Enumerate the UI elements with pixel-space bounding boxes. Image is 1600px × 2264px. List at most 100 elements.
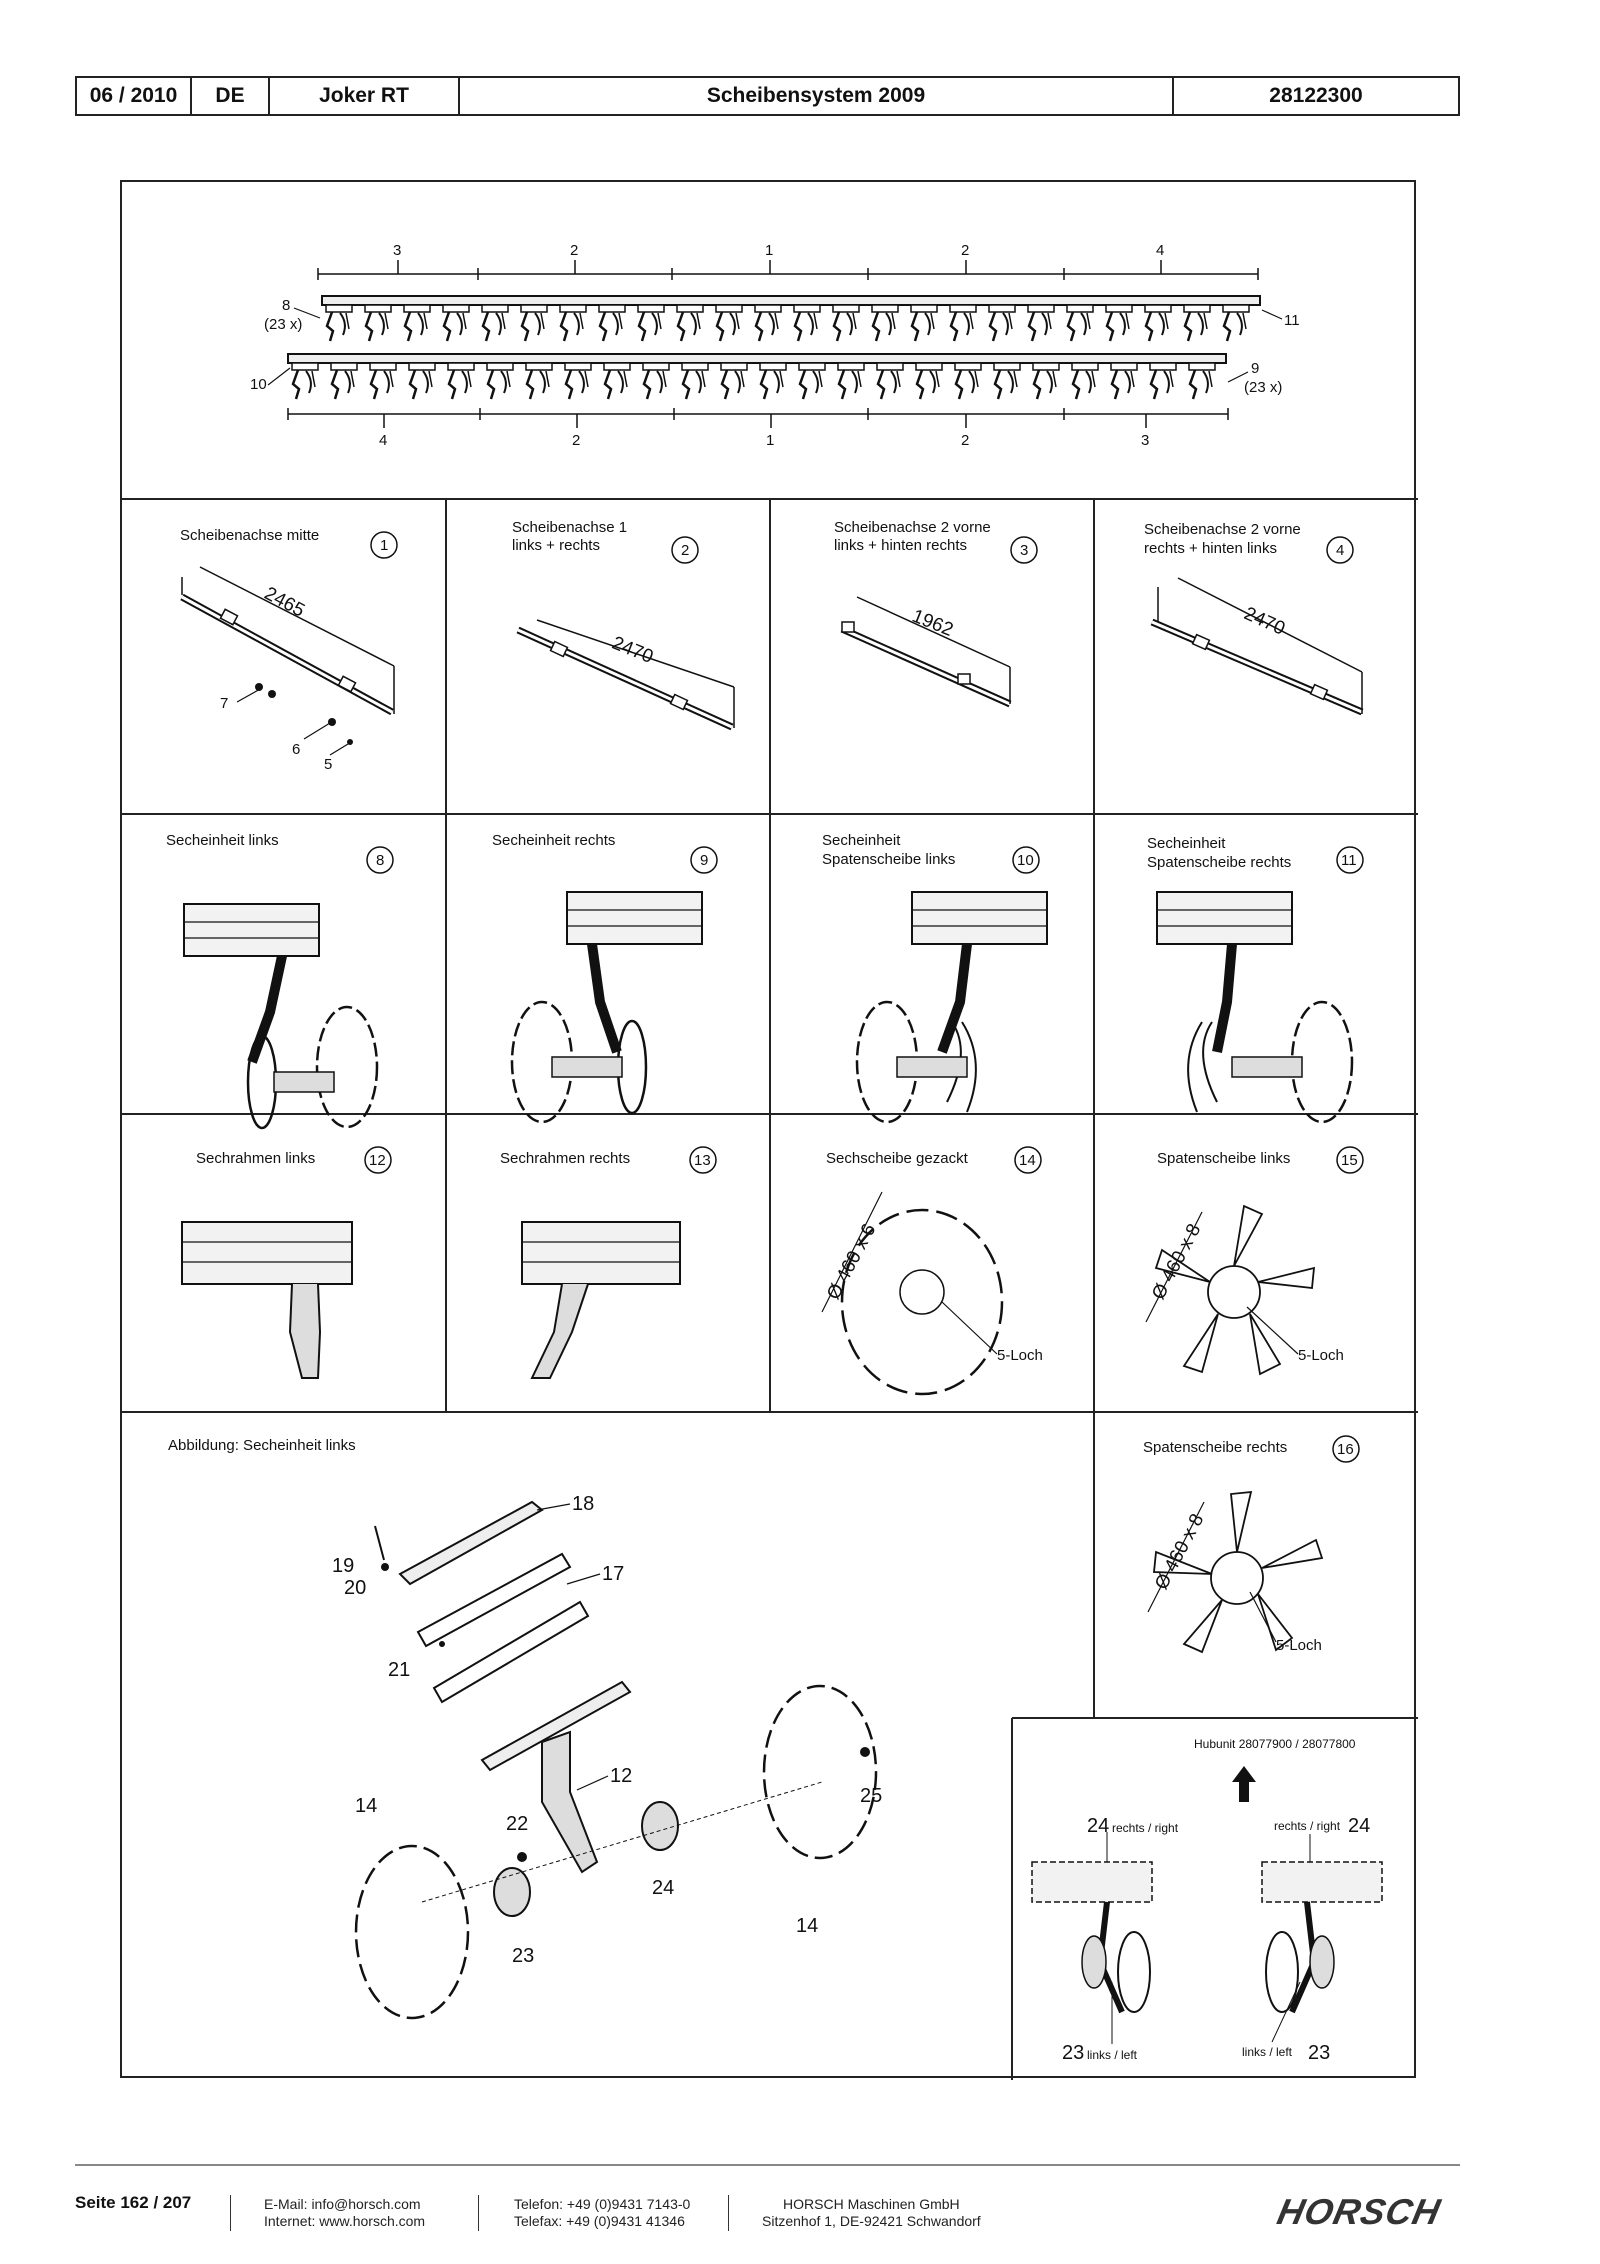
axle-length: 2470 xyxy=(1241,603,1288,639)
bottom-group-label: 2 xyxy=(572,432,580,449)
part-label: 7 xyxy=(220,695,228,712)
disc-unit-icon xyxy=(915,362,943,400)
panel-number: 13 xyxy=(694,1152,711,1169)
footer-email: E-Mail: info@horsch.com xyxy=(264,2196,421,2212)
part-label: 5 xyxy=(324,756,332,773)
hub-part-side: rechts / right xyxy=(1274,1819,1341,1833)
disc-unit-icon xyxy=(681,362,709,400)
hole-label: 5-Loch xyxy=(997,1347,1043,1364)
disc-unit-icon xyxy=(408,362,436,400)
hub-part-number: 24 xyxy=(1348,1815,1370,1837)
footer-separator xyxy=(728,2195,729,2231)
part-label: 22 xyxy=(506,1813,528,1835)
panel-number: 8 xyxy=(376,852,384,869)
top-group-label: 3 xyxy=(393,242,401,259)
panel-title-line1: Scheibenachse 2 vorne xyxy=(834,519,991,536)
part-label: 14 xyxy=(796,1915,818,1937)
callout-8: 8 xyxy=(282,297,290,314)
panel-title: Sechscheibe gezackt xyxy=(826,1150,969,1167)
footer-fax: Telefax: +49 (0)9431 41346 xyxy=(514,2213,685,2229)
disc-unit-icon xyxy=(720,362,748,400)
panel-title: Sechrahmen links xyxy=(196,1150,315,1167)
disc-unit-icon xyxy=(447,362,475,400)
axle-length: 2470 xyxy=(609,633,656,668)
panel-number: 9 xyxy=(700,852,708,869)
panel-title: Secheinheit links xyxy=(166,832,279,849)
panel-disc-unit-spade-left: Secheinheit Spatenscheibe links 10 xyxy=(822,832,1048,1124)
disc-unit-icon xyxy=(364,304,392,342)
disc-unit-icon xyxy=(1105,304,1133,342)
panel-spade-disc-right: Spatenscheibe rechts 16 Ø 460 x 8 5-Loch xyxy=(1143,1435,1360,1654)
disc-unit-icon xyxy=(676,304,704,342)
disc-unit-icon xyxy=(837,362,865,400)
panel-axle-2-front-left: Scheibenachse 2 vorne links + hinten rec… xyxy=(834,519,1038,708)
panel-number: 15 xyxy=(1341,1152,1358,1169)
disc-unit-icon xyxy=(403,304,431,342)
panel-title-line2: Spatenscheibe rechts xyxy=(1147,854,1291,871)
hub-part-number: 23 xyxy=(1062,2042,1084,2064)
disc-unit-icon xyxy=(525,362,553,400)
bottom-group-label: 3 xyxy=(1141,432,1149,449)
disc-unit-icon xyxy=(564,362,592,400)
part-label: 17 xyxy=(602,1563,624,1585)
drawing-frame: 3 2 1 2 4 4 2 1 2 3 8 (23 x) 11 9 (23 x)… xyxy=(120,180,1418,2080)
panel-number: 3 xyxy=(1020,542,1028,559)
hub-part-number: 24 xyxy=(1087,1815,1109,1837)
disc-unit-icon xyxy=(1188,362,1216,400)
hub-part-side: rechts / right xyxy=(1112,1821,1179,1835)
disc-unit-icon xyxy=(330,362,358,400)
overview-drawing: 3 2 1 2 4 4 2 1 2 3 8 (23 x) 11 9 (23 x)… xyxy=(250,242,1300,449)
disc-unit-icon xyxy=(988,304,1016,342)
disc-unit-icon xyxy=(1144,304,1172,342)
hole-label: 5-Loch xyxy=(1276,1637,1322,1654)
panel-number: 16 xyxy=(1337,1441,1354,1458)
parts-drawing: 3 2 1 2 4 4 2 1 2 3 8 (23 x) 11 9 (23 x)… xyxy=(122,242,1418,2080)
panel-disc-unit-right: Secheinheit rechts 9 xyxy=(492,832,718,1124)
panel-title: Spatenscheibe rechts xyxy=(1143,1439,1287,1456)
part-label: 6 xyxy=(292,741,300,758)
disc-unit-icon xyxy=(637,304,665,342)
grid-lines xyxy=(122,498,1418,2080)
part-label: 18 xyxy=(572,1493,594,1515)
disc-unit-icon xyxy=(481,304,509,342)
disc-unit-icon xyxy=(832,304,860,342)
hub-part-number: 23 xyxy=(1308,2042,1330,2064)
part-label: 19 xyxy=(332,1555,354,1577)
hub-part-side: links / left xyxy=(1087,2048,1138,2062)
footer-internet: Internet: www.horsch.com xyxy=(264,2213,426,2229)
disc-unit-icon xyxy=(325,304,353,342)
panel-axle-2-front-right: Scheibenachse 2 vorne rechts + hinten li… xyxy=(1144,521,1364,716)
axle-length: 2465 xyxy=(261,583,308,621)
footer-separator xyxy=(478,2195,479,2231)
panel-disc-unit-left: Secheinheit links 8 xyxy=(166,832,394,1130)
panel-frame-right: Sechrahmen rechts 13 xyxy=(500,1146,717,1379)
disc-unit-icon xyxy=(798,362,826,400)
bottom-group-label: 2 xyxy=(961,432,969,449)
part-label: 24 xyxy=(652,1877,674,1899)
panel-title-line2: links + rechts xyxy=(512,537,600,554)
bottom-group-label: 4 xyxy=(379,432,387,449)
disc-unit-icon xyxy=(954,362,982,400)
disc-unit-icon xyxy=(598,304,626,342)
callout-9-qty: (23 x) xyxy=(1244,379,1282,396)
footer-company: HORSCH Maschinen GmbH xyxy=(783,2196,960,2212)
panel-axle-1: Scheibenachse 1 links + rechts 2 2470 xyxy=(512,519,735,731)
footer-contact: E-Mail: info@horsch.com Internet: www.ho… xyxy=(264,2196,425,2230)
disc-unit-icon xyxy=(1149,362,1177,400)
panel-number: 12 xyxy=(369,1152,386,1169)
horsch-logo: HORSCH xyxy=(1273,2191,1445,2232)
panel-number: 2 xyxy=(681,542,689,559)
disc-unit-icon xyxy=(291,362,319,400)
disc-unit-icon xyxy=(442,304,470,342)
top-group-label: 1 xyxy=(765,242,773,259)
disc-dimension: Ø 460 x 6 xyxy=(823,1221,880,1304)
panel-disc-unit-spade-right: Secheinheit Spatenscheibe rechts 11 xyxy=(1147,835,1364,1124)
disc-unit-icon xyxy=(993,362,1021,400)
axle-length: 1962 xyxy=(909,606,956,641)
hubunit-title: Hubunit 28077900 / 28077800 xyxy=(1194,1737,1356,1751)
disc-dimension: Ø 460 x 8 xyxy=(1151,1511,1208,1594)
panel-serrated-disc: Sechscheibe gezackt 14 Ø 460 x 6 5-Loch xyxy=(821,1146,1043,1396)
disc-row-top xyxy=(325,304,1250,342)
panel-title-line2: Spatenscheibe links xyxy=(822,851,955,868)
callout-8-qty: (23 x) xyxy=(264,316,302,333)
